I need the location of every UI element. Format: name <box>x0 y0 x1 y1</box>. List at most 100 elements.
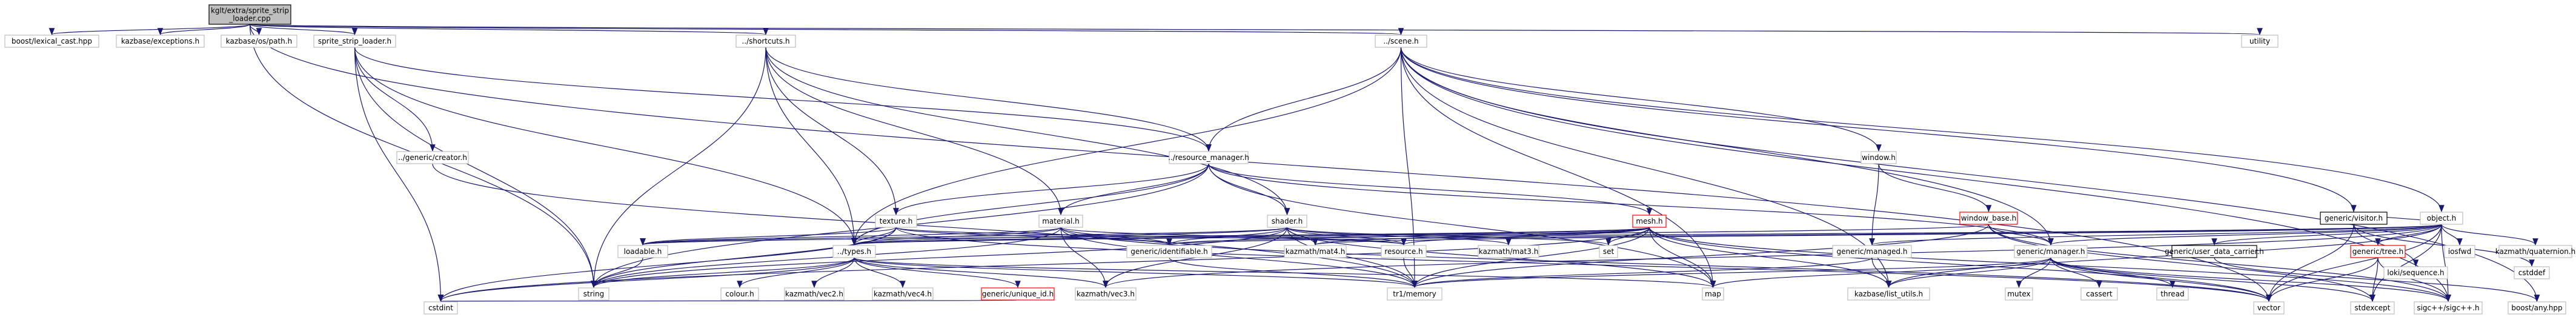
node-label: window_base.h <box>1961 214 2017 222</box>
edge-shader-to-loadable <box>640 227 1288 246</box>
edge-mesh-to-cstdint <box>438 227 1650 302</box>
node-mutex: mutex <box>2005 287 2033 301</box>
node-user-data-carrier[interactable]: generic/user_data_carrier.h <box>2165 245 2264 258</box>
node-label: sigc++/sigc++.h <box>2417 304 2479 312</box>
node-box <box>1632 215 1667 228</box>
node-os-path: kazbase/os/path.h <box>221 35 297 48</box>
edge-shortcuts-to-shader <box>765 47 1290 216</box>
edge-tree-to-sigc <box>2377 257 2451 302</box>
node-box <box>2350 245 2406 258</box>
edge-mesh-to-loadable <box>640 227 1650 246</box>
node-label: sprite_strip_loader.h <box>318 37 391 45</box>
node-window[interactable]: window.h <box>1861 151 1897 164</box>
node-shortcuts[interactable]: ../shortcuts.h <box>735 35 796 48</box>
node-label: cstddef <box>2518 269 2546 277</box>
edge-mesh-to-mat4 <box>1312 227 1650 246</box>
edge-material-to-vector <box>1060 227 2272 302</box>
node-manager[interactable]: generic/manager.h <box>2014 245 2088 258</box>
node-label: utility <box>2249 37 2270 45</box>
edge-types-to-tr1_memory <box>854 257 1418 289</box>
node-cstddef: cstddef <box>2514 266 2550 279</box>
node-cassert: cassert <box>2080 287 2118 301</box>
node-label: boost/any.hpp <box>2511 304 2562 312</box>
edge-root-to-scene <box>249 24 1403 36</box>
edge-manager-to-sigc <box>2050 257 2451 302</box>
node-identifiable[interactable]: generic/identifiable.h <box>1126 245 1212 258</box>
node-sigc: sigc++/sigc++.h <box>2414 301 2483 315</box>
edge-scene-to-visitor <box>1400 47 2357 213</box>
node-texture[interactable]: texture.h <box>875 215 917 228</box>
node-box <box>1387 287 1442 301</box>
node-mat3: kazmath/mat3.h <box>1478 245 1539 258</box>
node-sprite-strip-loader-h[interactable]: sprite_strip_loader.h <box>313 35 396 48</box>
edge-resource_manager-to-material <box>1058 163 1209 216</box>
edge-object-to-user_data_carrier <box>2211 224 2442 246</box>
node-object[interactable]: object.h <box>2420 212 2463 225</box>
node-box <box>1075 287 1137 301</box>
edge-object-to-managed <box>1869 224 2442 246</box>
node-box <box>2420 212 2463 225</box>
node-vec3: kazmath/vec3.h <box>1075 287 1137 301</box>
edge-manager-to-list_utils <box>1885 257 2051 289</box>
node-colour[interactable]: colour.h <box>720 287 759 301</box>
node-label: boost/lexical_cast.hpp <box>12 37 92 45</box>
edge-sprite_strip_loader_h-to-string <box>354 47 597 289</box>
node-types[interactable]: ../types.h <box>832 245 876 258</box>
node-scene[interactable]: ../scene.h <box>1375 35 1427 48</box>
edge-scene-to-types <box>851 47 1402 246</box>
node-label: generic/visitor.h <box>2325 214 2383 222</box>
node-label: kazmath/vec3.h <box>1077 290 1135 298</box>
node-map: map <box>1702 287 1724 301</box>
edge-visitor-to-vector <box>2266 224 2354 302</box>
edge-types-to-vec3 <box>854 257 1109 289</box>
edge-types-to-map <box>854 257 1716 289</box>
edge-manager-to-mutex <box>2016 257 2051 289</box>
node-mesh[interactable]: mesh.h <box>1632 215 1667 228</box>
node-loadable[interactable]: loadable.h <box>617 245 668 258</box>
edge-root-to-utility <box>249 24 2260 36</box>
node-cstdint: cstdint <box>423 301 458 315</box>
edge-tree-to-vector <box>2266 257 2378 302</box>
node-box <box>784 287 845 301</box>
node-resource-h[interactable]: resource.h <box>1381 245 1427 258</box>
node-box <box>2156 287 2189 301</box>
node-resource-manager[interactable]: ../resource_manager.h <box>1168 151 1249 164</box>
node-label: _loader.cpp <box>228 15 271 23</box>
node-window-base[interactable]: window_base.h <box>1959 212 2018 225</box>
edge-manager-to-cassert <box>2050 257 2102 289</box>
node-label: texture.h <box>880 217 913 225</box>
edge-object-to-manager <box>2048 224 2442 246</box>
edge-managed-to-tr1_memory <box>1412 257 1873 289</box>
node-label: generic/unique_id.h <box>982 290 1054 298</box>
node-vec4: kazmath/vec4.h <box>872 287 934 301</box>
node-box <box>2414 301 2483 315</box>
node-unique-id[interactable]: generic/unique_id.h <box>981 287 1055 301</box>
node-root[interactable]: kglt/extra/sprite_strip_loader.cpp <box>208 4 291 25</box>
node-label: string <box>583 290 604 298</box>
edge-root-to-shortcuts <box>249 24 768 36</box>
edge-manager-to-stdexcept <box>2050 257 2375 302</box>
node-lexical-cast: boost/lexical_cast.hpp <box>4 35 99 48</box>
node-label: resource.h <box>1384 247 1422 256</box>
node-material[interactable]: material.h <box>1038 215 1083 228</box>
node-iostfwd: iosfwd <box>2444 245 2475 258</box>
node-box <box>1375 35 1427 48</box>
node-box <box>1478 245 1539 258</box>
node-label: cassert <box>2086 290 2113 298</box>
node-label: kglt/extra/sprite_strip <box>211 7 289 15</box>
node-label: stdexcept <box>2355 304 2391 312</box>
node-tree[interactable]: generic/tree.h <box>2350 245 2406 258</box>
node-visitor[interactable]: generic/visitor.h <box>2320 212 2388 225</box>
edge-texture-to-identifiable <box>895 227 1172 246</box>
node-managed[interactable]: generic/managed.h <box>1832 245 1912 258</box>
node-box <box>423 301 458 315</box>
edge-resource_manager-to-map <box>1208 163 1716 289</box>
node-box <box>2514 266 2550 279</box>
node-creator[interactable]: ../generic/creator.h <box>396 151 469 164</box>
node-shader[interactable]: shader.h <box>1267 215 1307 228</box>
edge-window_base-to-stdexcept <box>1988 224 2375 302</box>
node-label: generic/identifiable.h <box>1130 247 1208 256</box>
node-box <box>872 287 934 301</box>
node-label: ../resource_manager.h <box>1168 153 1249 162</box>
node-box <box>1381 245 1427 258</box>
